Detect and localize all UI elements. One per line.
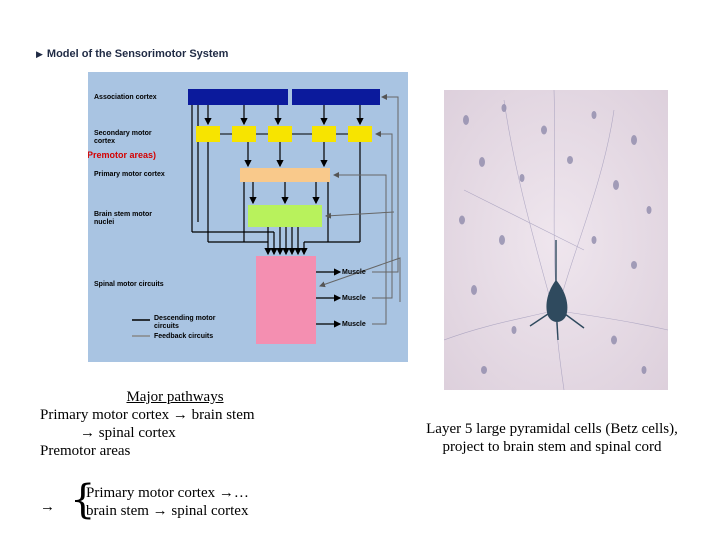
secondary-motor-box xyxy=(232,126,256,142)
secondary-motor-box xyxy=(268,126,292,142)
fiber xyxy=(463,189,585,251)
primary-motor-box xyxy=(240,168,330,182)
small-cell xyxy=(499,235,505,245)
feedback-line xyxy=(325,211,395,219)
brace-line-2: brain stem → spinal cortex xyxy=(86,503,249,519)
major-pathways-caption: Major pathways Primary motor cortex → br… xyxy=(40,388,310,460)
label-brainstem-2: nuclei xyxy=(94,219,114,226)
pathway-line-1: Primary motor cortex → brain stem xyxy=(40,407,255,423)
fiber xyxy=(444,311,549,341)
small-cell xyxy=(591,236,597,244)
betz-dendrites xyxy=(529,240,585,341)
feedback-line xyxy=(333,172,387,325)
small-cells xyxy=(459,104,652,374)
label-primary-motor: Primary motor cortex xyxy=(94,171,165,178)
feedback-line xyxy=(319,257,401,302)
label-muscle: Muscle xyxy=(342,321,366,328)
label-secondary-motor-1: Secondary motor xyxy=(94,130,152,137)
small-cell xyxy=(613,180,619,190)
fiber xyxy=(555,319,565,390)
small-cell xyxy=(481,366,487,374)
small-cell xyxy=(611,335,617,345)
small-cell xyxy=(463,115,469,125)
pathway-line-2: → spinal cortex xyxy=(80,425,176,441)
fiber xyxy=(503,99,550,296)
brace-line-1: Primary motor cortex →… xyxy=(86,485,249,501)
major-pathways-heading: Major pathways xyxy=(126,389,224,405)
dendrite xyxy=(529,313,549,327)
small-cell xyxy=(631,261,637,269)
secondary-motor-box xyxy=(196,126,220,142)
fiber xyxy=(561,109,615,296)
betz-cells-caption: Layer 5 large pyramidal cells (Betz cell… xyxy=(426,421,678,455)
legend-feedback: Feedback circuits xyxy=(154,333,213,340)
label-brainstem-1: Brain stem motor xyxy=(94,211,152,218)
small-cell xyxy=(479,157,485,167)
association-cortex-box-right xyxy=(292,89,380,105)
small-cell xyxy=(641,366,647,374)
small-cell xyxy=(471,285,477,295)
small-cell xyxy=(646,206,652,214)
sensorimotor-diagram: Association cortex Secondary motor corte… xyxy=(88,72,408,362)
premotor-pathways-block: → { Primary motor cortex →… brain stem →… xyxy=(40,478,320,528)
label-muscle: Muscle xyxy=(342,295,366,302)
label-spinal-motor: Spinal motor circuits xyxy=(94,281,164,288)
betz-cell-micrograph xyxy=(444,90,668,390)
small-cell xyxy=(519,174,525,182)
feedback-line xyxy=(372,131,393,299)
neural-fibers xyxy=(444,90,668,390)
feedback-line xyxy=(372,94,399,273)
arrow-right-icon: → xyxy=(40,499,55,515)
figure-title: ▶ Model of the Sensorimotor System xyxy=(36,48,228,60)
secondary-motor-box xyxy=(312,126,336,142)
pathway-line-3: Premotor areas xyxy=(40,443,131,459)
triangle-bullet-icon: ▶ xyxy=(36,48,43,59)
betz-cell xyxy=(546,280,568,322)
small-cell xyxy=(567,156,573,164)
small-cell xyxy=(511,326,517,334)
label-secondary-motor-2: cortex xyxy=(94,138,115,145)
small-cell xyxy=(631,135,637,145)
fiber xyxy=(553,90,557,291)
legend-descending-2: circuits xyxy=(154,323,179,330)
legend-descending-1: Descending motor xyxy=(154,315,216,322)
figure-title-text: Model of the Sensorimotor System xyxy=(46,48,229,60)
curly-brace-icon: { xyxy=(70,477,96,523)
brace-lines: Primary motor cortex →… brain stem → spi… xyxy=(86,484,249,520)
secondary-motor-box xyxy=(348,126,372,142)
small-cell xyxy=(591,111,597,119)
fiber xyxy=(565,311,668,331)
label-muscle: Muscle xyxy=(342,269,366,276)
dendrite xyxy=(556,321,559,341)
label-association-cortex: Association cortex xyxy=(94,94,157,101)
small-cell xyxy=(541,125,547,135)
small-cell xyxy=(459,215,465,225)
association-cortex-box-left xyxy=(188,89,288,105)
spinal-motor-box xyxy=(256,256,316,344)
label-premotor-areas: (Premotor areas) xyxy=(88,150,156,160)
dendrite xyxy=(564,313,585,329)
brainstem-motor-box xyxy=(248,205,322,227)
